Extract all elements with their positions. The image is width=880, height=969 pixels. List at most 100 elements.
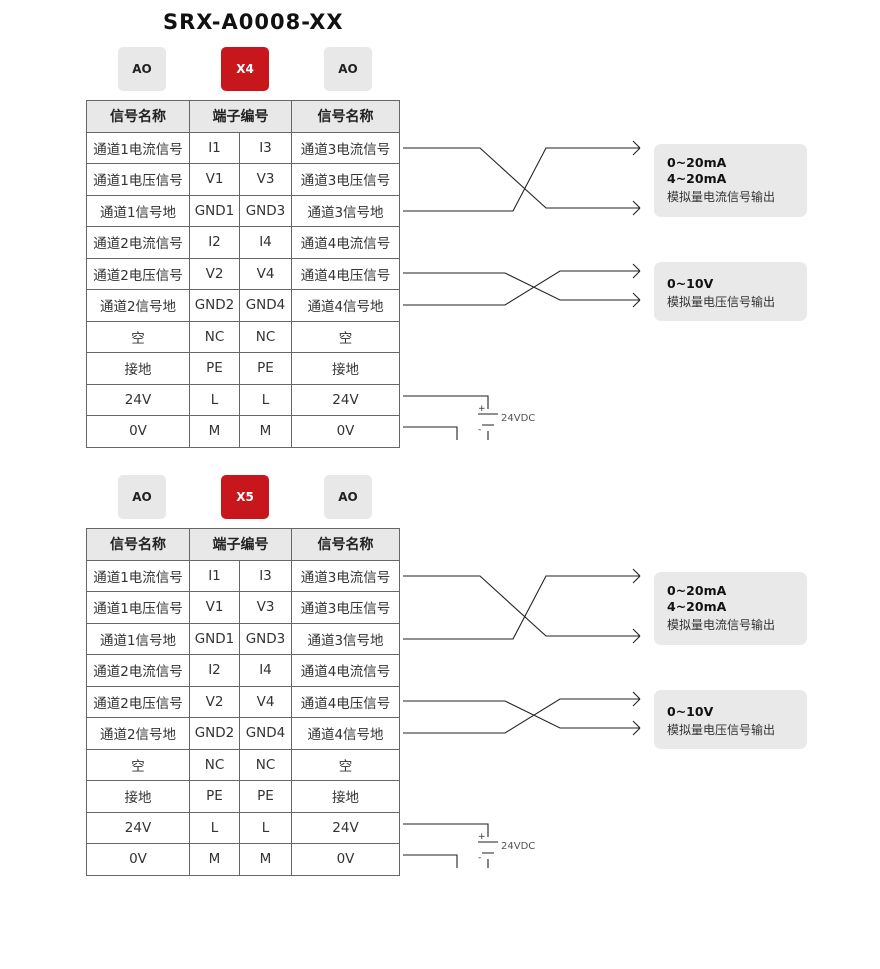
badge-ao-right: AO	[324, 475, 372, 519]
battery-plus: +	[478, 832, 486, 842]
signal-name-right: 0V	[291, 415, 400, 448]
terminal-left: PE	[189, 780, 240, 813]
wire-ch4-ground	[403, 698, 640, 734]
wiring-lines: + -	[403, 568, 641, 868]
terminal-right: L	[239, 811, 292, 844]
power-label: 24VDC	[501, 413, 536, 424]
terminal-right: I4	[239, 226, 292, 259]
wiring-lines: + -	[403, 140, 641, 440]
signal-name-left: 通道1信号地	[86, 622, 190, 655]
current-range-2: 4~20mA	[667, 171, 727, 186]
terminal-right: V3	[239, 591, 292, 624]
voltage-range: 0~10V	[667, 276, 714, 291]
terminal-right: GND3	[239, 622, 292, 655]
wire-arrow-bottom-voltage	[632, 292, 641, 308]
voltage-range: 0~10V	[667, 704, 714, 719]
terminal-right: GND4	[239, 717, 292, 750]
signal-name-right: 空	[291, 320, 400, 353]
current-range-2: 4~20mA	[667, 599, 727, 614]
signal-name-left: 24V	[86, 383, 190, 416]
terminal-right: NC	[239, 320, 292, 353]
terminal-left: GND1	[189, 194, 240, 227]
signal-name-right: 通道4信号地	[291, 289, 400, 322]
signal-name-left: 0V	[86, 843, 190, 876]
battery-symbol	[478, 841, 498, 854]
badge-ao-right: AO	[324, 47, 372, 91]
terminal-right: NC	[239, 748, 292, 781]
signal-name-right: 通道4电压信号	[291, 257, 400, 290]
terminal-left: I2	[189, 654, 240, 687]
header-terminal-number: 端子编号	[189, 100, 292, 133]
wire-ch4-voltage	[403, 272, 640, 301]
battery-minus: -	[478, 425, 481, 435]
current-range-1: 0~20mA	[667, 583, 727, 598]
voltage-output-box: 0~10V 模拟量电压信号输出	[654, 262, 807, 321]
wire-arrow-bottom-current	[632, 200, 641, 216]
signal-name-right: 0V	[291, 843, 400, 876]
signal-name-left: 接地	[86, 352, 190, 385]
signal-name-right: 通道3电压信号	[291, 591, 400, 624]
wire-arrow-top-voltage	[632, 691, 641, 707]
wire-ch4-ground	[403, 270, 640, 306]
wire-arrow-bottom-current	[632, 628, 641, 644]
signal-name-left: 通道2信号地	[86, 289, 190, 322]
signal-name-right: 通道3电压信号	[291, 163, 400, 196]
voltage-output-label: 模拟量电压信号输出	[667, 723, 776, 737]
wire-arrow-top-voltage	[632, 263, 641, 279]
wire-arrow-top-current	[632, 568, 641, 584]
terminal-right: M	[239, 843, 292, 876]
current-output-box: 0~20mA 4~20mA 模拟量电流信号输出	[654, 144, 807, 217]
voltage-output-label: 模拟量电压信号输出	[667, 295, 776, 309]
signal-name-left: 通道2电流信号	[86, 654, 190, 687]
wire-ch3-ground	[403, 147, 640, 212]
wire-arrow-top-current	[632, 140, 641, 156]
terminal-right: PE	[239, 780, 292, 813]
signal-name-left: 通道2信号地	[86, 717, 190, 750]
header-terminal-number: 端子编号	[189, 528, 292, 561]
wire-ch4-voltage	[403, 700, 640, 729]
terminal-right: I3	[239, 131, 292, 164]
table-header-row: 信号名称 端子编号 信号名称	[86, 528, 400, 561]
wire-ch3-current	[403, 147, 640, 209]
terminal-right: V4	[239, 685, 292, 718]
diagram-title: SRX-A0008-XX	[163, 10, 344, 34]
terminal-left: M	[189, 415, 240, 448]
wire-24v	[403, 395, 489, 409]
wire-24v	[403, 823, 489, 837]
terminal-right: I3	[239, 559, 292, 592]
header-signal-name-left: 信号名称	[86, 528, 190, 561]
signal-name-left: 通道2电流信号	[86, 226, 190, 259]
terminal-left: V2	[189, 257, 240, 290]
header-signal-name-left: 信号名称	[86, 100, 190, 133]
signal-name-right: 空	[291, 748, 400, 781]
battery-minus: -	[478, 853, 481, 863]
terminal-right: V3	[239, 163, 292, 196]
terminal-left: NC	[189, 748, 240, 781]
signal-name-left: 通道1电流信号	[86, 559, 190, 592]
signal-name-left: 通道1电压信号	[86, 591, 190, 624]
terminal-left: M	[189, 843, 240, 876]
current-output-label: 模拟量电流信号输出	[667, 190, 776, 204]
terminal-left: L	[189, 383, 240, 416]
badge-ao-left: AO	[118, 47, 166, 91]
signal-name-right: 通道4电流信号	[291, 654, 400, 687]
terminal-left: PE	[189, 352, 240, 385]
signal-name-left: 通道1信号地	[86, 194, 190, 227]
signal-name-left: 通道1电压信号	[86, 163, 190, 196]
